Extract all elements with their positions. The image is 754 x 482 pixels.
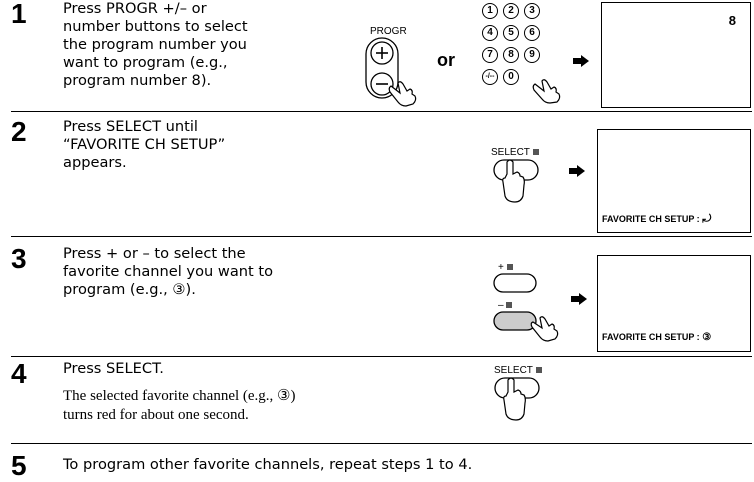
osd-text: FAVORITE CH SETUP : ③ xyxy=(602,332,711,343)
right-arrow-icon xyxy=(569,165,585,177)
or-label: or xyxy=(437,50,455,70)
hand-pointer-icon xyxy=(532,79,561,104)
key-7: 7 xyxy=(482,47,498,63)
step-line: program (e.g., ③). xyxy=(63,281,196,298)
step-line: To program other favorite channels, repe… xyxy=(63,456,473,473)
select-label: SELECT xyxy=(491,147,539,158)
square-indicator-icon xyxy=(506,302,513,308)
minus-label-text: – xyxy=(498,300,504,311)
key-4: 4 xyxy=(482,25,498,41)
key-5: 5 xyxy=(503,25,519,41)
step-text: Press SELECT until “FAVORITE CH SETUP” a… xyxy=(63,118,225,172)
divider xyxy=(11,356,752,357)
square-indicator-icon xyxy=(532,149,539,155)
step-number: 3 xyxy=(11,243,27,274)
step-line: favorite channel you want to xyxy=(63,263,274,280)
select-label: SELECT xyxy=(494,365,542,376)
key-2: 2 xyxy=(503,3,519,19)
note-line: The selected favorite channel (e.g., ③) xyxy=(63,388,296,404)
key-dash: -/-- xyxy=(482,69,498,85)
step-line: number buttons to select xyxy=(63,18,248,35)
return-arrow-icon: ⤾ xyxy=(702,213,712,225)
right-arrow-icon xyxy=(573,55,589,67)
minus-label: – xyxy=(498,300,513,311)
square-indicator-icon xyxy=(506,264,513,270)
select-label-text: SELECT xyxy=(494,365,533,376)
progr-label: PROGR xyxy=(370,26,407,37)
square-indicator-icon xyxy=(535,367,542,373)
step-number: 1 xyxy=(11,0,27,29)
step-line: Press SELECT until xyxy=(63,118,198,135)
step-line: “FAVORITE CH SETUP” xyxy=(63,136,226,153)
step-line: the program number you xyxy=(63,36,247,53)
hand-pointer-icon xyxy=(388,81,417,107)
step-text: Press SELECT. xyxy=(63,360,164,378)
divider xyxy=(11,111,752,112)
channel-number: 8 xyxy=(728,13,736,28)
step-line: program number 8). xyxy=(63,72,212,89)
plus-label: + xyxy=(498,262,513,273)
step-line: Press + or – to select the xyxy=(63,245,246,262)
number-keypad: 1 2 3 4 5 6 7 8 9 -/-- 0 xyxy=(482,3,562,103)
progr-buttons-illustration xyxy=(365,37,399,99)
osd-label: FAVORITE CH SETUP : xyxy=(602,332,700,342)
step-text: Press + or – to select the favorite chan… xyxy=(63,245,273,299)
key-3: 3 xyxy=(524,3,540,19)
step-text: To program other favorite channels, repe… xyxy=(63,456,472,474)
step-number: 2 xyxy=(11,116,27,147)
plus-label-text: + xyxy=(498,262,504,273)
key-8: 8 xyxy=(503,47,519,63)
tv-screen-3: FAVORITE CH SETUP : ③ xyxy=(597,255,751,352)
plus-button-illustration xyxy=(493,273,537,293)
step-text: Press PROGR +/– or number buttons to sel… xyxy=(63,0,248,90)
key-0: 0 xyxy=(503,69,519,85)
select-button-illustration xyxy=(494,377,540,421)
key-6: 6 xyxy=(524,25,540,41)
step-line: appears. xyxy=(63,154,127,171)
osd-label: FAVORITE CH SETUP : xyxy=(602,214,700,224)
step-number: 4 xyxy=(11,358,27,389)
osd-value: ③ xyxy=(702,332,712,343)
step-number: 5 xyxy=(11,450,27,481)
divider xyxy=(11,443,752,444)
step-note: The selected favorite channel (e.g., ③) … xyxy=(63,387,296,425)
tv-screen-1: 8 xyxy=(601,2,751,108)
osd-text: FAVORITE CH SETUP : ⤾ xyxy=(602,213,711,226)
select-button-illustration xyxy=(493,159,539,203)
select-label-text: SELECT xyxy=(491,147,530,158)
divider xyxy=(11,236,752,237)
step-line: Press PROGR +/– or xyxy=(63,0,207,17)
step-line: want to program (e.g., xyxy=(63,54,228,71)
key-1: 1 xyxy=(482,3,498,19)
right-arrow-icon xyxy=(571,293,587,305)
step-line: Press SELECT. xyxy=(63,360,164,377)
key-9: 9 xyxy=(524,47,540,63)
tv-screen-2: FAVORITE CH SETUP : ⤾ xyxy=(597,129,751,233)
note-line: turns red for about one second. xyxy=(63,407,249,423)
minus-button-illustration xyxy=(493,311,559,342)
